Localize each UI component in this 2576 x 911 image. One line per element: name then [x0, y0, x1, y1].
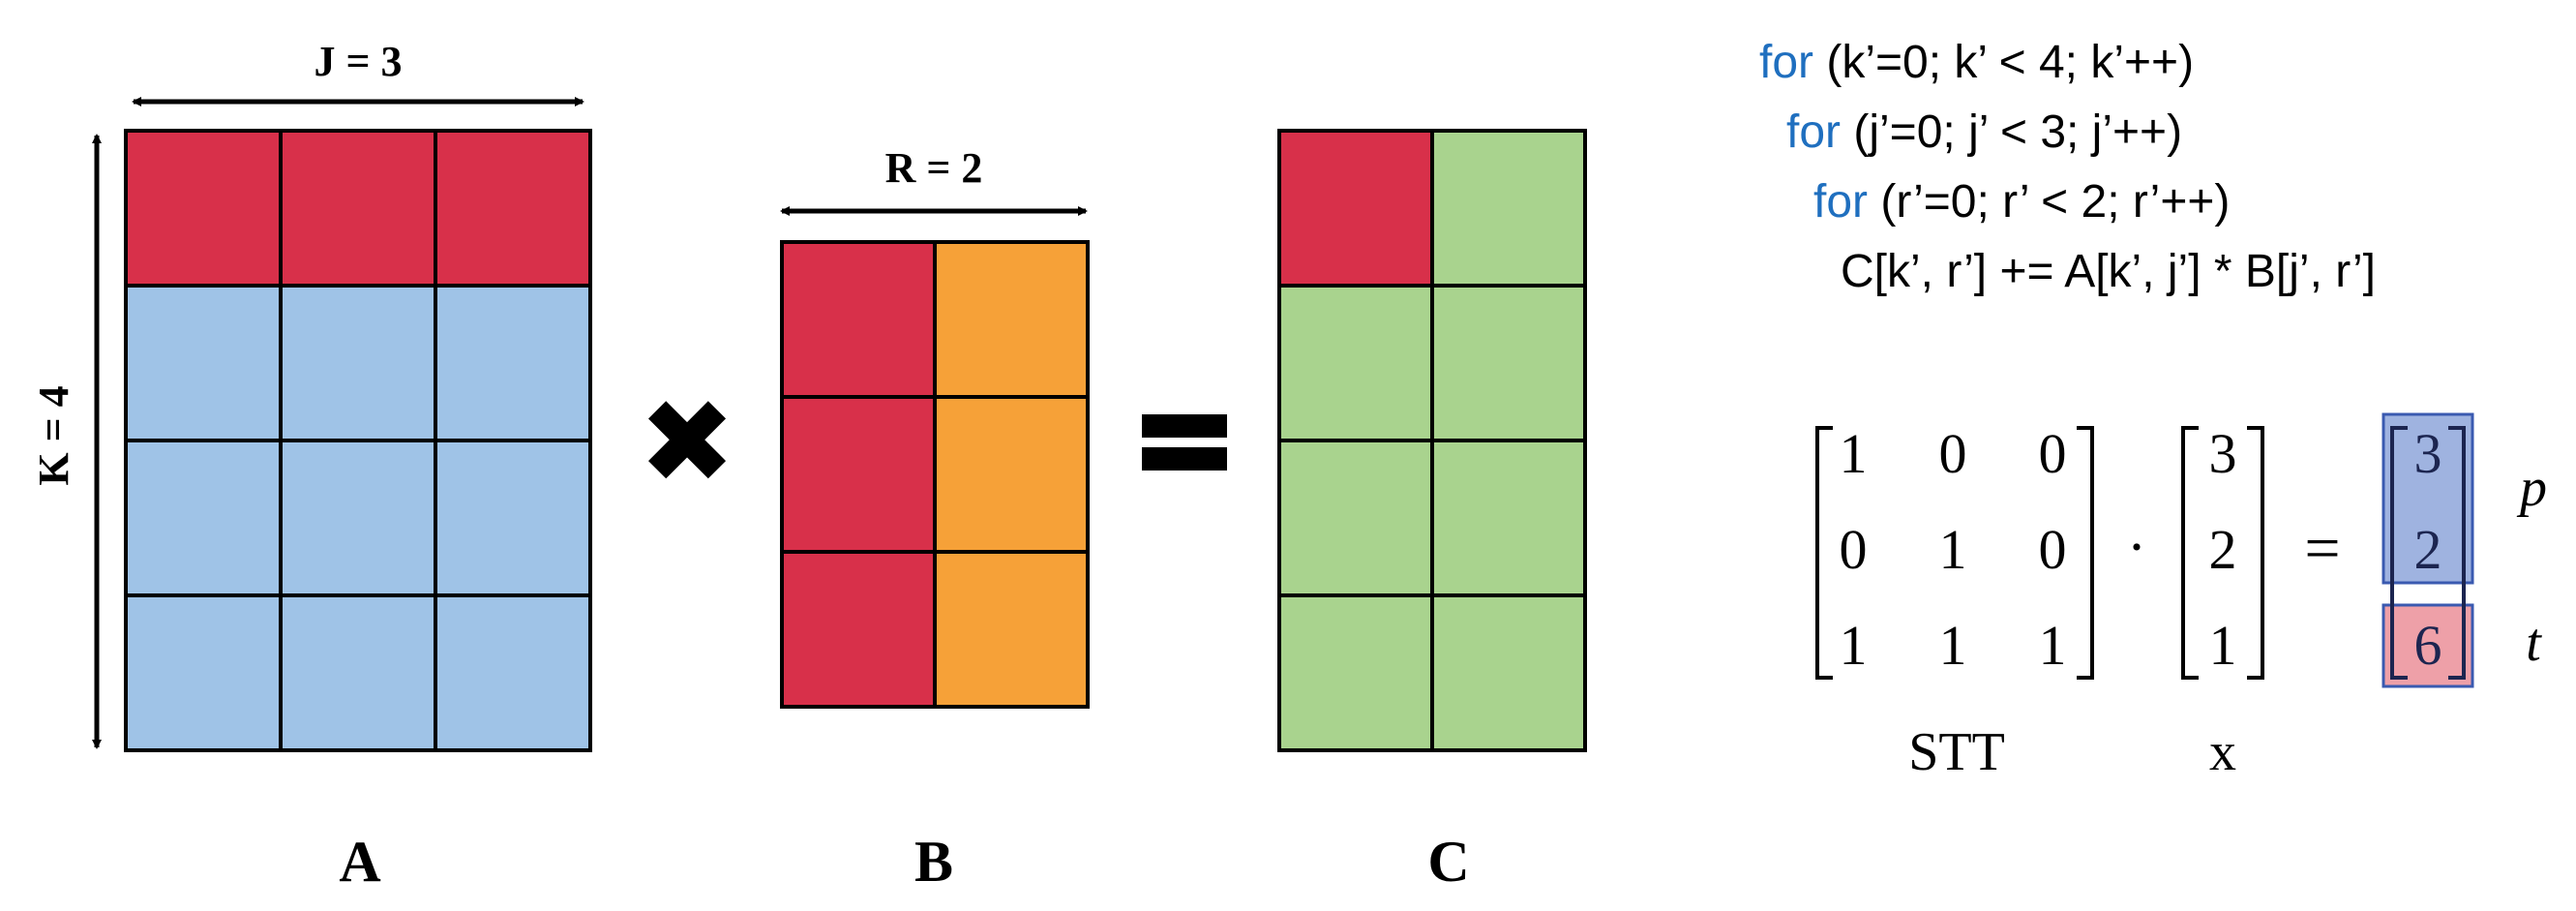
stt-cell: 0 — [2039, 422, 2067, 485]
matrix-a-cell — [124, 439, 283, 597]
stt-cell: 0 — [1840, 518, 1868, 581]
matrix-a-cell — [434, 284, 592, 442]
equals-operator — [1142, 414, 1227, 471]
stt-left-bracket — [1815, 426, 1833, 680]
code-line-2-rest: (j’=0; j’ < 3; j’++) — [1841, 106, 2182, 158]
matrix-a — [124, 129, 592, 752]
matrix-b-cell — [933, 240, 1090, 399]
matrix-b-cell — [780, 240, 937, 399]
matrix-a-cell — [434, 593, 592, 752]
x-cell: 2 — [2209, 518, 2237, 581]
matrix-b-cell — [780, 395, 937, 554]
code-line-3: for (r’=0; r’ < 2; r’++) — [1813, 176, 2230, 228]
matrix-b-label: B — [914, 830, 953, 894]
matrix-a-cell — [279, 439, 437, 597]
p-label: p — [2516, 458, 2547, 518]
result-vector: 3 2 6 — [2381, 412, 2474, 688]
code-line-2-keyword: for — [1786, 106, 1841, 158]
matrix-a-cell — [434, 439, 592, 597]
multiply-operator: ✖ — [639, 376, 736, 510]
matrix-a-label: A — [339, 830, 380, 894]
matrix-b-cell — [933, 395, 1090, 554]
matrix-c-cell — [1277, 129, 1434, 288]
code-line-4-rest: C[k’, r’] += A[k’, j’] * B[j’, r’] — [1841, 246, 2376, 297]
x-cell: 1 — [2209, 614, 2237, 677]
p-highlight-box — [2381, 412, 2474, 585]
result-cell: 3 — [2414, 422, 2442, 485]
stt-cell: 1 — [2039, 614, 2067, 677]
x-right-bracket — [2247, 426, 2264, 680]
x-left-bracket — [2181, 426, 2199, 680]
t-label: t — [2526, 613, 2542, 673]
stt-cell: 1 — [1939, 518, 1967, 581]
matrix-b-cell — [933, 550, 1090, 709]
matrix-c-label: C — [1427, 830, 1469, 894]
result-cell: 2 — [2414, 518, 2442, 581]
result-right-bracket — [2448, 426, 2466, 680]
code-line-4: C[k’, r’] += A[k’, j’] * B[j’, r’] — [1841, 246, 2376, 297]
matrix-c-cell — [1430, 593, 1587, 752]
matrix-a-cell — [434, 129, 592, 288]
code-line-3-rest: (r’=0; r’ < 2; r’++) — [1868, 176, 2230, 228]
x-cell: 3 — [2209, 422, 2237, 485]
code-line-1-rest: (k’=0; k’ < 4; k’++) — [1813, 37, 2194, 88]
stt-cell: 1 — [1939, 614, 1967, 677]
stt-cell: 0 — [2039, 518, 2067, 581]
equation-equals: = — [2304, 513, 2340, 584]
stt-cell: 1 — [1840, 614, 1868, 677]
matrix-c-cell — [1430, 129, 1587, 288]
stt-cell: 0 — [1939, 422, 1967, 485]
matrix-c-cell — [1430, 284, 1587, 442]
result-left-bracket — [2390, 426, 2408, 680]
code-line-1-keyword: for — [1759, 37, 1813, 88]
stt-cell: 1 — [1840, 422, 1868, 485]
matrix-a-cell — [124, 593, 283, 752]
k-dimension-label: K = 4 — [30, 385, 77, 485]
loop-code: for (k’=0; k’ < 4; k’++) for (j’=0; j’ <… — [1759, 37, 2376, 297]
stt-label: STT — [1908, 722, 2005, 782]
x-label: x — [2209, 722, 2236, 782]
j-dimension-label: J = 3 — [314, 38, 402, 85]
x-vector: 3 2 1 — [2181, 422, 2264, 680]
code-line-3-keyword: for — [1813, 176, 1868, 228]
matrix-a-cell — [124, 129, 283, 288]
stt-right-bracket — [2077, 426, 2094, 680]
dot-operator: · — [2127, 515, 2146, 579]
result-cell: 6 — [2414, 614, 2442, 677]
matrix-b — [780, 240, 1090, 709]
t-highlight-box — [2381, 603, 2474, 688]
matrix-b-cell — [780, 550, 937, 709]
code-line-1: for (k’=0; k’ < 4; k’++) — [1759, 37, 2194, 88]
matrix-a-cell — [279, 284, 437, 442]
matrix-c — [1277, 129, 1587, 752]
matrix-c-cell — [1430, 439, 1587, 597]
matrix-a-cell — [279, 593, 437, 752]
matrix-a-cell — [279, 129, 437, 288]
matrix-c-cell — [1277, 593, 1434, 752]
stt-matrix: 1 0 0 0 1 0 1 1 1 — [1815, 422, 2094, 680]
matrix-c-cell — [1277, 284, 1434, 442]
code-line-2: for (j’=0; j’ < 3; j’++) — [1786, 106, 2182, 158]
r-dimension-label: R = 2 — [885, 144, 983, 192]
matrix-c-cell — [1277, 439, 1434, 597]
matrix-a-cell — [124, 284, 283, 442]
